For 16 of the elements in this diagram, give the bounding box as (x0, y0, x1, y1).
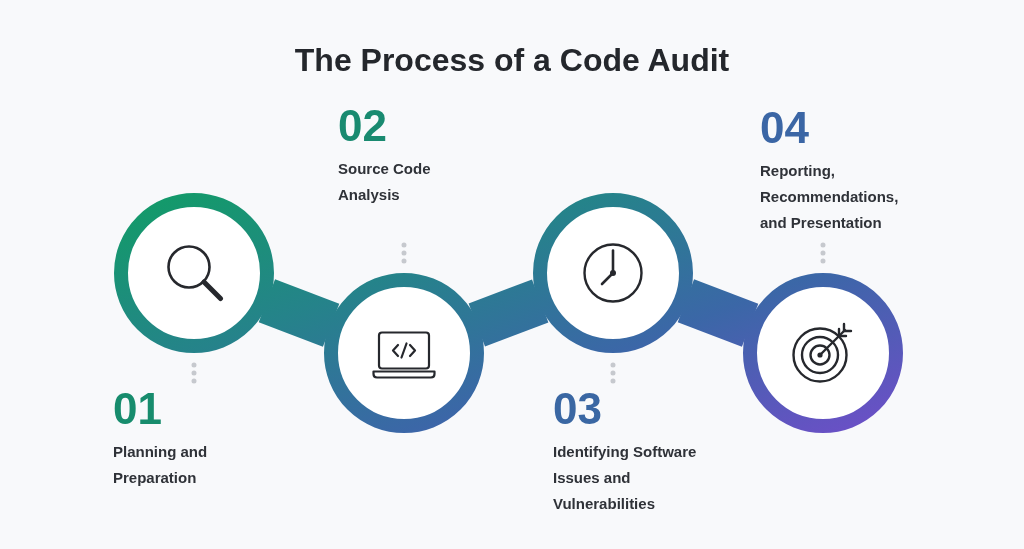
step-number: 02 (338, 104, 387, 148)
step-number: 04 (760, 106, 809, 150)
step-description: Source Code Analysis (338, 159, 432, 205)
connector-band (468, 279, 549, 347)
step-circle (114, 193, 274, 353)
connector-band (258, 279, 340, 347)
connector-band (677, 279, 759, 347)
step-circle (743, 273, 903, 433)
diagram-title: The Process of a Code Audit (294, 44, 730, 76)
step-circle (533, 193, 693, 353)
step-number: 03 (553, 387, 602, 431)
step-description: Reporting, Recommendations, and Presentation (760, 161, 900, 233)
step-description: Identifying Software Issues and Vulnerabilities (553, 442, 698, 514)
step-description: Planning and Preparation (113, 442, 209, 488)
step-circle (324, 273, 484, 433)
step-number: 01 (113, 387, 162, 431)
